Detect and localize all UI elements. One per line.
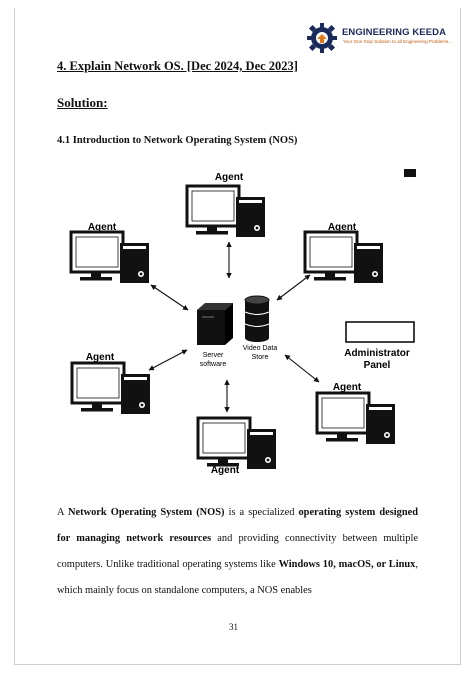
gear-icon <box>307 23 337 53</box>
page-border <box>14 8 461 665</box>
admin-panel-label: Administrator <box>344 348 410 359</box>
question-heading: 4. Explain Network OS. [Dec 2024, Dec 20… <box>57 59 298 73</box>
admin-panel-box <box>345 321 415 343</box>
paragraph-text: and providing connectivity between multi… <box>57 533 418 570</box>
admin-panel-label: Panel <box>364 360 391 371</box>
paragraph-bold: Network Operating System (NOS) <box>68 507 225 518</box>
page-number: 31 <box>229 622 238 632</box>
database-icon <box>244 295 270 342</box>
stray-mark-icon <box>404 169 416 177</box>
agent-label: Agent <box>88 222 117 233</box>
brand-tagline: Your One Stop Solution to all Engineerin… <box>343 39 453 44</box>
server-label: software <box>200 361 227 368</box>
agent-computer-icon <box>315 391 397 446</box>
data-store-label: Store <box>252 354 269 361</box>
nos-diagram: Agent Agent Agent Agent Agent Agent Serv… <box>69 169 416 476</box>
paragraph-text: A <box>57 507 68 518</box>
server-icon <box>197 303 233 345</box>
connection-arrows <box>148 241 320 413</box>
brand-name: ENGINEERING KEEDA <box>342 27 447 38</box>
agent-computer-icon <box>303 230 385 285</box>
solution-label: Solution: <box>57 95 108 110</box>
body-paragraph: A Network Operating System (NOS) is a sp… <box>57 500 418 604</box>
data-store-label: Video Data <box>243 345 278 352</box>
paragraph-text: is a specialized <box>224 507 299 518</box>
agent-label: Agent <box>215 172 244 183</box>
agent-computer-icon <box>196 416 278 471</box>
server-label: Server <box>203 352 224 359</box>
agent-label: Agent <box>333 382 362 393</box>
brand-logo: ENGINEERING KEEDA Your One Stop Solution… <box>306 22 456 56</box>
agent-label: Agent <box>328 222 357 233</box>
paragraph-bold: operating system designed for managing n… <box>57 507 419 544</box>
agent-label: Agent <box>211 465 240 476</box>
agent-label: Agent <box>86 352 115 363</box>
agent-computer-icon <box>69 230 151 285</box>
agent-computer-icon <box>185 184 267 239</box>
paragraph-bold: Windows 10, macOS, or Linux <box>278 559 416 570</box>
agent-computer-icon <box>70 361 152 416</box>
section-subheading: 4.1 Introduction to Network Operating Sy… <box>57 135 298 146</box>
paragraph-text: , which mainly focus on standalone compu… <box>57 559 418 596</box>
